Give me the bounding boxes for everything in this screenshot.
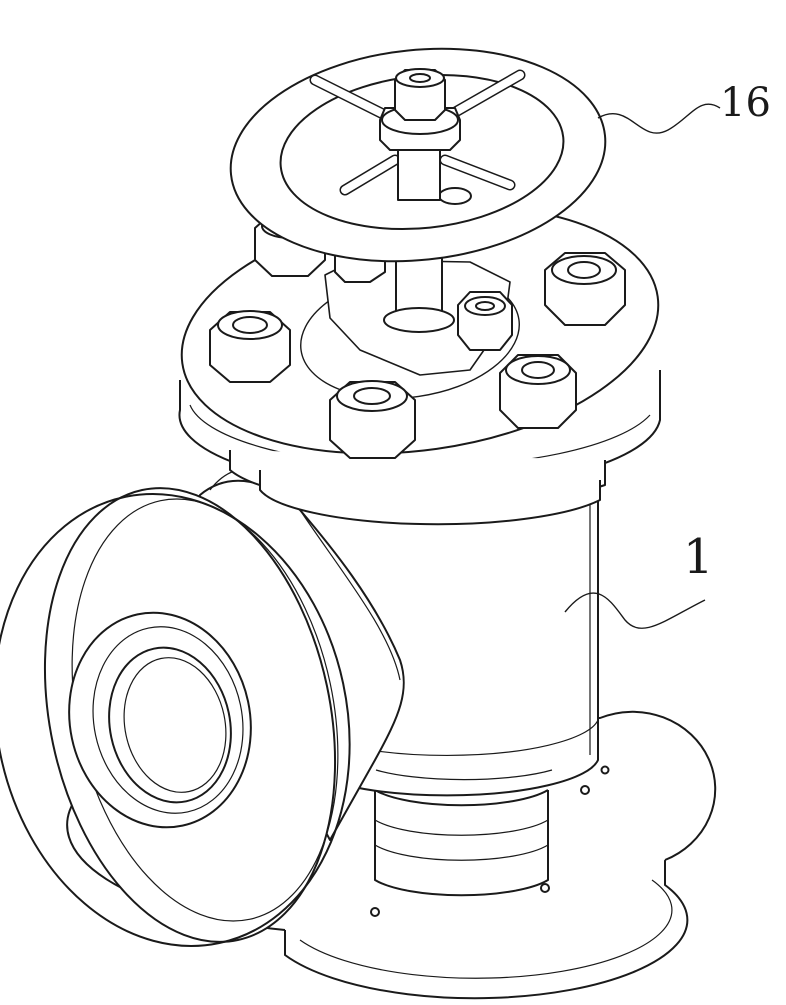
bolt-hole-icon — [370, 907, 380, 917]
nut-icon — [329, 380, 416, 459]
side-flange — [0, 487, 351, 947]
lower-neck — [374, 789, 549, 897]
nut-icon — [499, 354, 577, 429]
bolt-hole-icon — [600, 765, 610, 775]
nut-icon — [209, 310, 291, 383]
nut-icon — [457, 291, 513, 351]
bolt-hole-icon — [580, 785, 590, 795]
leader-line-1 — [564, 592, 706, 629]
bolt-hole-icon — [540, 883, 550, 893]
label-body: 1 — [683, 529, 714, 585]
label-handwheel: 16 — [720, 80, 771, 126]
nut-icon — [544, 252, 626, 326]
handwheel — [229, 47, 607, 263]
leader-line-16 — [597, 103, 721, 134]
